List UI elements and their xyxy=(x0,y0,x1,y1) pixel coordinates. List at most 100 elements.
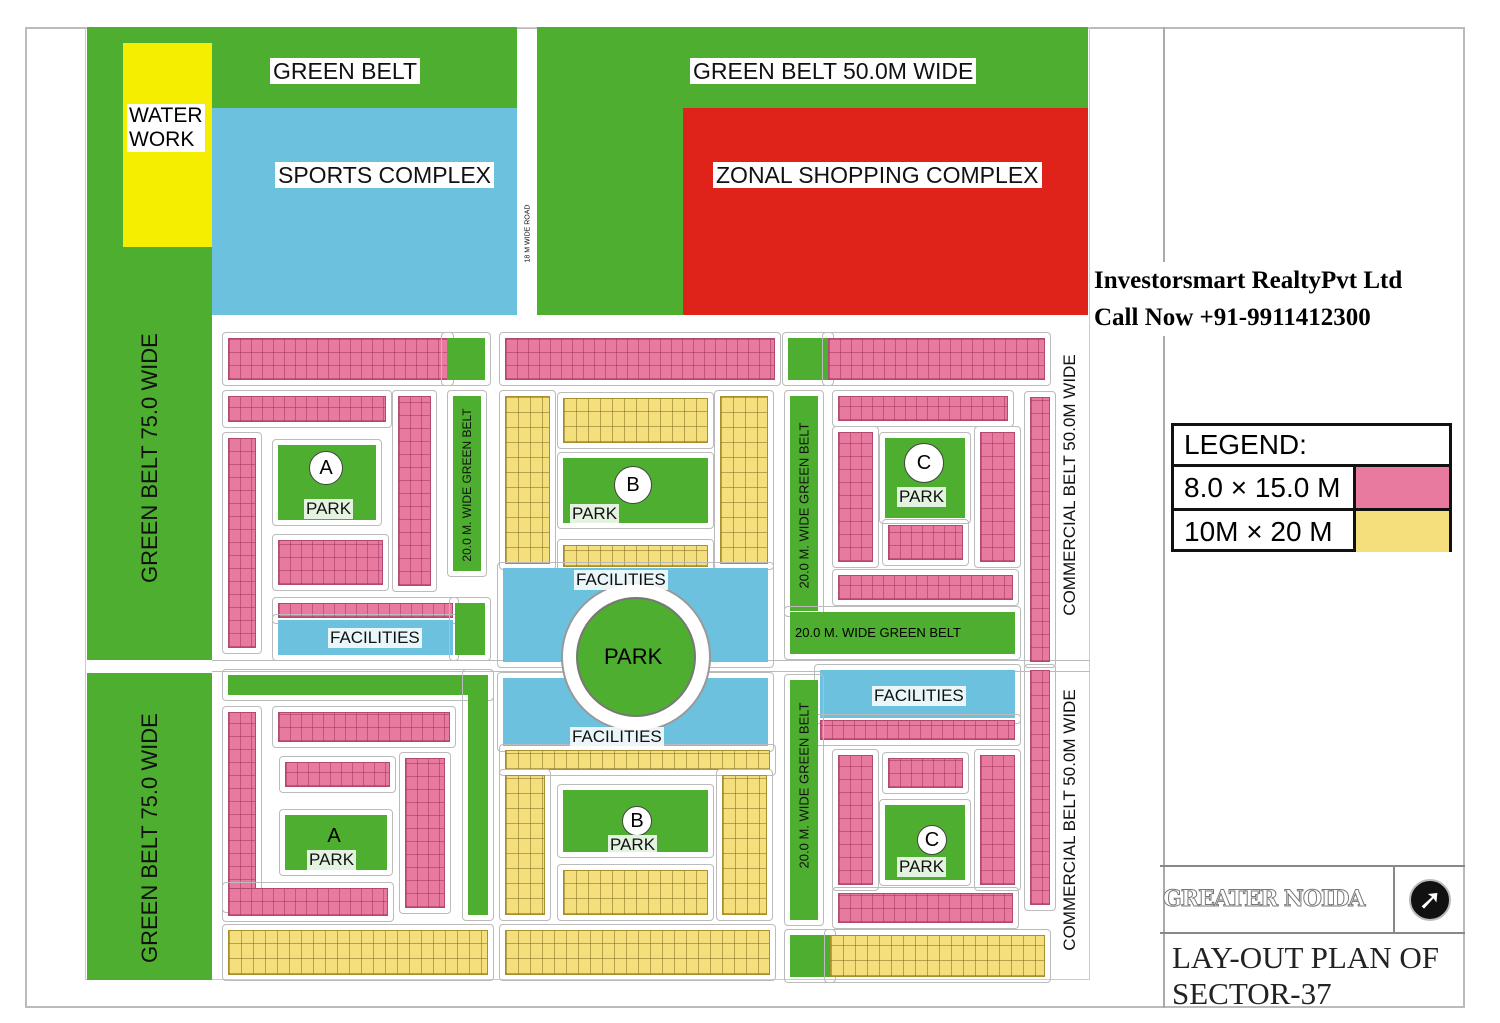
road-outline xyxy=(557,864,714,921)
company-info: Investorsmart RealtyPvt Ltd Call Now +91… xyxy=(1094,262,1403,336)
residential-block-8x15 xyxy=(228,712,256,907)
green-belt-75-label-south: GREEN BELT 75.0 WIDE xyxy=(137,713,162,963)
road-outline xyxy=(832,569,1019,606)
green-area xyxy=(790,680,818,920)
title-block: GREATER NOIDA ➚ LAY-OUT PLAN OF SECTOR-3… xyxy=(1160,865,1465,1011)
residential-block-8x15 xyxy=(405,758,445,908)
residential-block-8x15 xyxy=(1030,397,1050,662)
residential-block-8x15 xyxy=(398,396,431,586)
residential-block-8x15 xyxy=(505,338,775,380)
residential-block-8x15 xyxy=(980,432,1015,562)
residential-block-8x15 xyxy=(828,338,1045,380)
road-outline xyxy=(499,924,776,981)
residential-block-10x20 xyxy=(722,775,767,915)
road-label-vertical: 18 M WIDE ROAD xyxy=(524,204,532,263)
zonal-shopping-label: ZONAL SHOPPING COMPLEX xyxy=(713,162,1042,188)
legend-item: 8.0 × 15.0 M xyxy=(1174,467,1449,511)
road-outline xyxy=(832,390,1014,427)
residential-block-10x20 xyxy=(563,398,708,443)
residential-block-8x15 xyxy=(278,603,453,618)
road-outline xyxy=(499,769,551,921)
green-area xyxy=(468,675,488,915)
green-area xyxy=(447,338,485,380)
green-belt-20-label: 20.0 M. WIDE GREEN BELT xyxy=(796,702,812,869)
road-outline xyxy=(557,784,714,858)
road-outline xyxy=(822,332,1051,386)
road-outline xyxy=(392,390,437,592)
water-work-label: WATER WORK xyxy=(127,104,205,152)
facilities-label: FACILITIES xyxy=(328,628,422,648)
legend: LEGEND: 8.0 × 15.0 M 10M × 20 M xyxy=(1171,423,1452,552)
road-outline xyxy=(557,452,714,529)
park-label: PARK xyxy=(608,835,658,855)
commercial-belt-label-south: COMMERCIAL BELT 50.0M WIDE xyxy=(1060,689,1079,951)
company-name: Investorsmart RealtyPvt Ltd xyxy=(1094,267,1403,294)
park-a-marker: A xyxy=(327,825,341,847)
residential-block-10x20 xyxy=(505,775,545,915)
green-belt-75-label-north: GREEN BELT 75.0 WIDE xyxy=(137,333,162,583)
panel-divider xyxy=(1163,27,1165,1008)
park-label: PARK xyxy=(570,504,620,524)
road-outline xyxy=(882,519,969,566)
residential-block-8x15 xyxy=(888,758,963,788)
road-outline xyxy=(832,426,879,568)
legend-title: LEGEND: xyxy=(1174,426,1449,467)
road-outline xyxy=(399,752,451,914)
residential-block-10x20 xyxy=(505,930,770,975)
sports-complex-label: SPORTS COMPLEX xyxy=(275,162,495,188)
green-belt-20-label: 20.0 M. WIDE GREEN BELT xyxy=(796,422,812,589)
road-outline xyxy=(499,332,781,386)
green-area xyxy=(790,935,830,977)
residential-block-10x20 xyxy=(228,930,488,975)
authority-row: GREATER NOIDA ➚ xyxy=(1160,867,1465,934)
road-outline xyxy=(462,669,494,921)
residential-block-8x15 xyxy=(838,755,873,885)
park-c-marker: C xyxy=(917,825,947,855)
road-outline xyxy=(272,534,389,591)
residential-block-10x20 xyxy=(505,750,770,770)
legend-item: 10M × 20 M xyxy=(1174,511,1449,552)
road-outline xyxy=(272,439,382,526)
road-outline xyxy=(879,432,971,524)
residential-block-8x15 xyxy=(278,712,450,742)
park-label: PARK xyxy=(897,857,947,877)
road-outline xyxy=(441,332,491,386)
green-belt-20-label: 20.0 M. WIDE GREEN BELT xyxy=(795,625,961,640)
park-b-marker: B xyxy=(614,466,652,504)
residential-block-10x20 xyxy=(720,396,768,564)
residential-block-8x15 xyxy=(1030,670,1050,905)
park-c-marker: C xyxy=(904,443,944,483)
road-outline xyxy=(832,749,879,891)
authority-name: GREATER NOIDA xyxy=(1160,867,1395,932)
residential-block-10x20 xyxy=(505,396,550,564)
sports-complex-zone xyxy=(212,108,517,315)
central-park-label: PARK xyxy=(604,644,663,669)
green-belt-20-label: 20.0 M. WIDE GREEN BELT xyxy=(460,408,474,562)
residential-block-8x15 xyxy=(838,893,1013,923)
residential-block-8x15 xyxy=(838,396,1008,421)
park-label: PARK xyxy=(307,850,357,870)
road-outline xyxy=(1024,391,1056,668)
road-outline xyxy=(279,809,393,876)
road-outline xyxy=(222,432,262,654)
residential-block-8x15 xyxy=(228,338,448,380)
road-outline xyxy=(222,882,394,922)
green-area xyxy=(790,396,818,611)
residential-block-8x15 xyxy=(228,888,388,916)
residential-block-8x15 xyxy=(228,396,386,422)
road-outline xyxy=(974,426,1021,568)
plan-title: LAY-OUT PLAN OF SECTOR-37 xyxy=(1172,940,1439,1011)
residential-block-8x15 xyxy=(838,432,873,562)
road-outline xyxy=(449,597,491,661)
road-outline xyxy=(222,924,494,981)
park-a-marker: A xyxy=(309,451,343,485)
residential-block-10x20 xyxy=(563,870,708,915)
zonal-shopping-zone xyxy=(683,108,1088,315)
residential-block-8x15 xyxy=(820,720,1015,740)
road-outline xyxy=(824,929,1051,983)
legend-swatch-pink xyxy=(1356,467,1449,508)
company-phone[interactable]: Call Now +91-9911412300 xyxy=(1094,304,1371,331)
residential-block-10x20 xyxy=(830,935,1045,977)
green-area xyxy=(790,612,1015,654)
